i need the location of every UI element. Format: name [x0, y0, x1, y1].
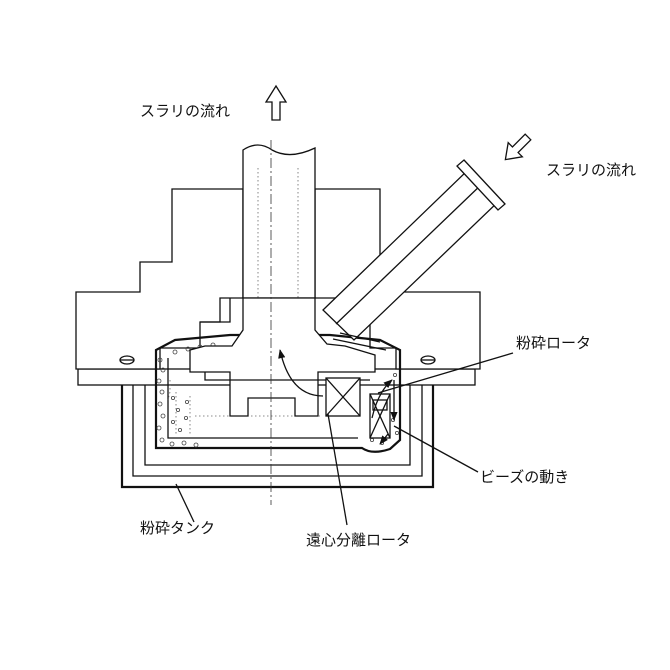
slurry-out-arrow: [264, 84, 288, 121]
label-slurry-flow-in: スラリの流れ: [546, 161, 636, 179]
centrifugal-rotor-box: [325, 377, 361, 417]
grinding-tank: [120, 384, 435, 489]
label-bead-motion: ビーズの動き: [480, 468, 569, 486]
slurry-in-arrow: [504, 133, 532, 161]
label-grinding-tank: 粉砕タンク: [140, 519, 215, 537]
label-centrifugal-rotor: 遠心分離ロータ: [306, 531, 411, 549]
bolt-left: [119, 355, 135, 365]
grinding-chamber: [154, 333, 402, 453]
shaft: [242, 144, 316, 300]
bolt-right: [420, 355, 436, 365]
upper-housing: [75, 188, 244, 370]
label-slurry-flow-out: スラリの流れ: [140, 102, 230, 120]
label-grinding-rotor: 粉砕ロータ: [516, 334, 591, 352]
flow-arrows: [278, 349, 398, 445]
leader-lines: [175, 352, 514, 526]
inlet-pipe: [322, 159, 506, 351]
